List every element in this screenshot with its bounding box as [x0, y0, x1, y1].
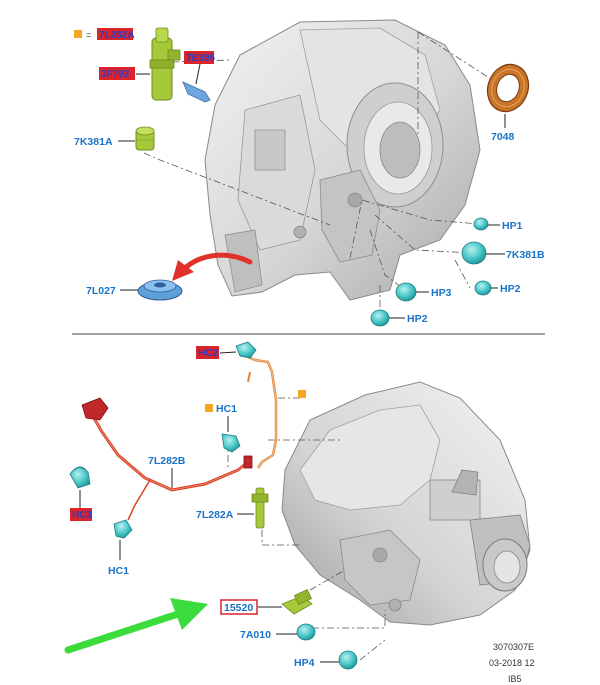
clutch-line-7l282b	[81, 397, 253, 521]
speed-sensor-green	[149, 27, 181, 101]
label-15520: 15520	[224, 602, 253, 614]
plug-7k381b	[461, 241, 487, 265]
legend-redacted-text: 7L282A	[99, 30, 135, 41]
label-7l282b: 7L282B	[148, 455, 186, 467]
label-redacted-hc3-box	[70, 508, 92, 521]
clip-hc2	[235, 341, 257, 359]
top-guide-lines	[143, 31, 509, 318]
plug-hp2-bottom	[370, 309, 390, 327]
label-redacted-sensor-box	[99, 67, 135, 80]
footer-ref: 3070307E	[493, 642, 534, 652]
orange-marker-top	[298, 390, 306, 398]
label-hp1: HP1	[502, 220, 523, 232]
legend: = 7L282A	[74, 28, 135, 41]
legend-equals: =	[86, 30, 91, 40]
bottom-guide-lines	[227, 397, 386, 661]
dust-boot-7l027	[137, 279, 183, 301]
red-arrow	[172, 252, 253, 281]
plug-hp1	[473, 217, 489, 231]
plug-hp4	[338, 650, 358, 670]
green-arrow	[64, 598, 208, 654]
label-hp4: HP4	[294, 657, 315, 669]
clutch-pipe-orange	[241, 352, 278, 469]
clip-hc1-upper	[221, 433, 241, 453]
top-gearbox-housing	[204, 19, 481, 301]
footer-code: IB5	[508, 674, 522, 684]
fitting-7l282a	[251, 487, 269, 529]
clip-hc3	[69, 466, 91, 489]
label-redacted-hc2-box	[196, 346, 219, 359]
legend-redacted-box	[97, 28, 133, 40]
sensor-15520	[281, 588, 313, 615]
plug-hp2-right	[474, 280, 492, 296]
label-7a010: 7A010	[240, 629, 271, 641]
label-redacted-clip: 7E395	[186, 53, 215, 64]
label-7k381a: 7K381A	[74, 136, 113, 148]
label-7l027: 7L027	[86, 285, 116, 297]
footer-date: 03-2018 12	[489, 658, 535, 668]
bottom-gearbox-housing	[281, 381, 531, 626]
label-7048: 7048	[491, 131, 515, 143]
label-15520-box	[220, 599, 258, 615]
label-redacted-hc2: HC2	[198, 348, 218, 359]
label-hc1-lower: HC1	[108, 565, 129, 577]
label-hp3: HP3	[431, 287, 452, 299]
clip-hc1-lower	[113, 519, 133, 539]
label-7k381b: 7K381B	[506, 249, 545, 261]
orange-marker-hc1	[205, 404, 213, 412]
fitting-7a010	[296, 623, 316, 641]
plug-7k381a	[135, 126, 155, 151]
legend-swatch	[74, 30, 82, 38]
oil-seal-7048	[486, 63, 530, 113]
sensor-retaining-clip	[182, 81, 211, 103]
label-redacted-clip-box	[184, 51, 214, 64]
label-hc1-upper: HC1	[216, 403, 237, 415]
label-redacted-hc3: HC3	[72, 510, 92, 521]
label-hp2-bottom: HP2	[407, 313, 428, 325]
label-hp2-right: HP2	[500, 283, 521, 295]
label-redacted-sensor: 3F792	[101, 69, 130, 80]
plug-hp3	[395, 282, 417, 302]
label-7l282a: 7L282A	[196, 509, 234, 521]
